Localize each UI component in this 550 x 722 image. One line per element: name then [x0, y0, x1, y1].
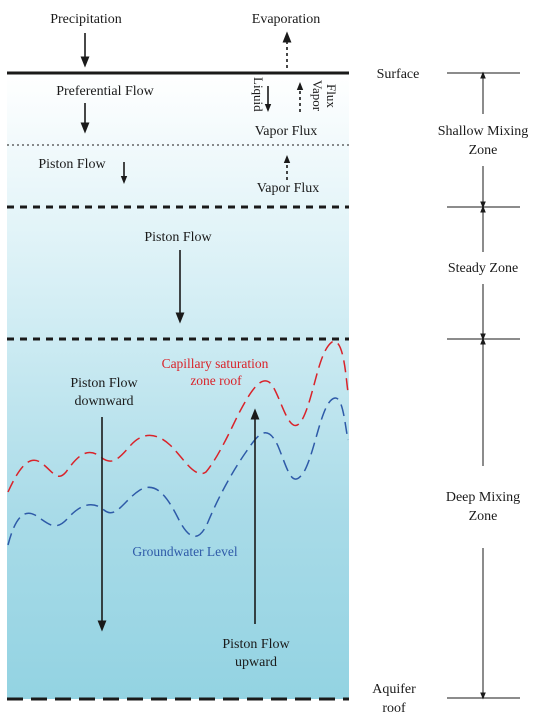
flux-label-rotated: Flux [324, 84, 339, 108]
shallow-zone-label-1: Shallow Mixing [438, 124, 529, 139]
capillary-saturation-curve [7, 340, 349, 493]
aquifer-roof-label-1: Aquifer [372, 682, 416, 697]
evaporation-label: Evaporation [252, 12, 320, 27]
precipitation-label: Precipitation [50, 12, 122, 27]
deep-zone-label-2: Zone [469, 509, 498, 524]
groundwater-level-curve [7, 397, 349, 546]
groundwater-level-label: Groundwater Level [132, 544, 238, 559]
vapor-flux-label-lower: Vapor Flux [257, 181, 320, 196]
piston-flow-label-shallow: Piston Flow [38, 157, 106, 172]
capillary-label-1: Capillary saturation [162, 356, 269, 371]
surface-label: Surface [377, 67, 420, 82]
preferential-flow-label: Preferential Flow [56, 84, 154, 99]
capillary-label-2: zone roof [190, 373, 242, 388]
steady-zone-label: Steady Zone [448, 261, 518, 276]
aquifer-roof-label-2: roof [382, 701, 406, 716]
deep-zone-label-1: Deep Mixing [446, 490, 520, 505]
piston-flow-downward-label-2: downward [74, 394, 133, 409]
soil-column [7, 73, 349, 699]
piston-flow-label-steady: Piston Flow [144, 230, 212, 245]
vapor-label-rotated: Vapor [310, 80, 325, 112]
liquid-label: Liquid [251, 77, 266, 112]
piston-flow-downward-label-1: Piston Flow [70, 376, 138, 391]
piston-flow-upward-label-1: Piston Flow [222, 637, 290, 652]
shallow-zone-label-2: Zone [469, 143, 498, 158]
vapor-flux-label-upper: Vapor Flux [255, 124, 318, 139]
piston-flow-upward-label-2: upward [235, 655, 277, 670]
